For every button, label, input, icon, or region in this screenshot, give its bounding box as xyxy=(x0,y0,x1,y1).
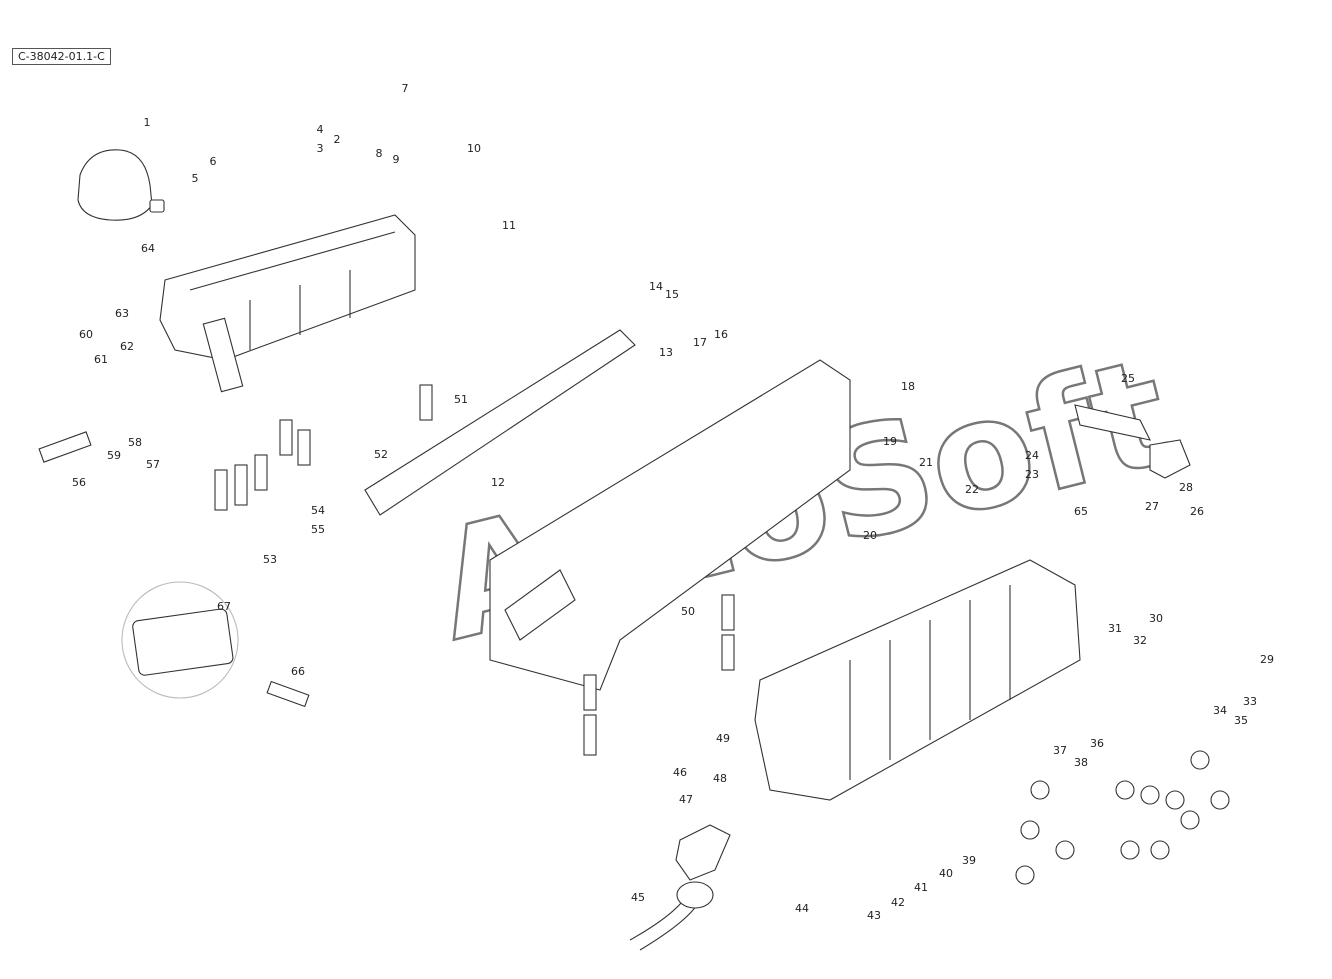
callout-2: 2 xyxy=(334,133,341,146)
straight-fittings xyxy=(38,384,735,756)
callout-53: 53 xyxy=(263,553,277,566)
bracket-frame xyxy=(489,359,851,691)
callout-51: 51 xyxy=(454,393,468,406)
callout-64: 64 xyxy=(141,242,155,255)
callout-13: 13 xyxy=(659,346,673,359)
callout-44: 44 xyxy=(795,902,809,915)
callout-41: 41 xyxy=(914,881,928,894)
elbow-fitting xyxy=(675,824,731,881)
callout-20: 20 xyxy=(863,529,877,542)
callout-29: 29 xyxy=(1260,653,1274,666)
hose-25 xyxy=(1074,404,1152,441)
callout-8: 8 xyxy=(376,147,383,160)
accumulator-fitting xyxy=(149,199,165,213)
callout-47: 47 xyxy=(679,793,693,806)
plug-fittings-group xyxy=(1015,750,1230,885)
callout-18: 18 xyxy=(901,380,915,393)
callout-35: 35 xyxy=(1234,714,1248,727)
callout-40: 40 xyxy=(939,867,953,880)
callout-56: 56 xyxy=(72,476,86,489)
callout-25: 25 xyxy=(1121,372,1135,385)
callout-33: 33 xyxy=(1243,695,1257,708)
callout-26: 26 xyxy=(1190,505,1204,518)
callout-32: 32 xyxy=(1133,634,1147,647)
callout-12: 12 xyxy=(491,476,505,489)
hose-end xyxy=(676,881,714,909)
callout-38: 38 xyxy=(1074,756,1088,769)
callout-9: 9 xyxy=(393,153,400,166)
parts-linework xyxy=(38,149,1230,951)
callout-10: 10 xyxy=(467,142,481,155)
callout-1: 1 xyxy=(144,116,151,129)
bracket-window xyxy=(504,569,576,641)
switch-module xyxy=(132,608,234,676)
callout-17: 17 xyxy=(693,336,707,349)
callout-15: 15 xyxy=(665,288,679,301)
callout-46: 46 xyxy=(673,766,687,779)
callout-61: 61 xyxy=(94,353,108,366)
callout-45: 45 xyxy=(631,891,645,904)
callout-42: 42 xyxy=(891,896,905,909)
callout-59: 59 xyxy=(107,449,121,462)
callout-28: 28 xyxy=(1179,481,1193,494)
callout-4: 4 xyxy=(317,123,324,136)
mounting-plate xyxy=(364,329,636,516)
reference-code-label: C-38042-01.1-C xyxy=(12,48,111,65)
callout-55: 55 xyxy=(311,523,325,536)
callout-43: 43 xyxy=(867,909,881,922)
callout-3: 3 xyxy=(317,142,324,155)
callout-21: 21 xyxy=(919,456,933,469)
callout-50: 50 xyxy=(681,605,695,618)
switch-module-circle xyxy=(121,581,239,699)
callout-52: 52 xyxy=(374,448,388,461)
callout-27: 27 xyxy=(1145,500,1159,513)
callout-63: 63 xyxy=(115,307,129,320)
upper-valve-bank-face xyxy=(189,231,396,350)
callout-66: 66 xyxy=(291,665,305,678)
callout-23: 23 xyxy=(1025,468,1039,481)
lower-valve-bank-sections xyxy=(849,585,1011,780)
end-plate-left xyxy=(202,317,244,393)
callout-48: 48 xyxy=(713,772,727,785)
callout-62: 62 xyxy=(120,340,134,353)
callout-30: 30 xyxy=(1149,612,1163,625)
callout-24: 24 xyxy=(1025,449,1039,462)
callout-57: 57 xyxy=(146,458,160,471)
callout-14: 14 xyxy=(649,280,663,293)
callout-11: 11 xyxy=(502,219,516,232)
callout-5: 5 xyxy=(192,172,199,185)
callout-54: 54 xyxy=(311,504,325,517)
callout-39: 39 xyxy=(962,854,976,867)
callout-67: 67 xyxy=(217,600,231,613)
callout-7: 7 xyxy=(402,82,409,95)
callout-16: 16 xyxy=(714,328,728,341)
callout-22: 22 xyxy=(965,483,979,496)
callout-65: 65 xyxy=(1074,505,1088,518)
callout-34: 34 xyxy=(1213,704,1227,717)
lower-valve-bank xyxy=(754,559,1081,801)
callout-36: 36 xyxy=(1090,737,1104,750)
callout-49: 49 xyxy=(716,732,730,745)
elbow-28 xyxy=(1149,439,1191,479)
callout-6: 6 xyxy=(210,155,217,168)
accumulator-part xyxy=(77,149,153,221)
callout-19: 19 xyxy=(883,435,897,448)
callout-60: 60 xyxy=(79,328,93,341)
callout-58: 58 xyxy=(128,436,142,449)
callout-31: 31 xyxy=(1108,622,1122,635)
callout-37: 37 xyxy=(1053,744,1067,757)
